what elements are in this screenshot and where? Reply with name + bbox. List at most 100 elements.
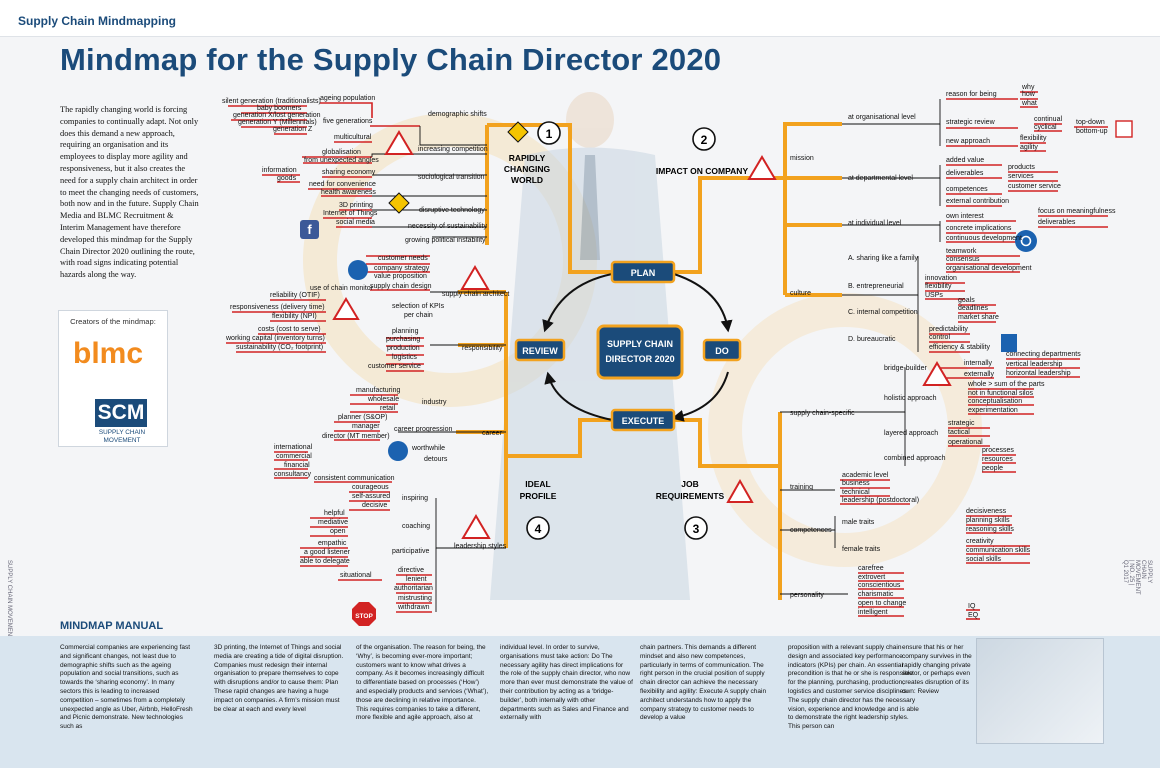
label-usps: USPs [925,292,943,299]
scm-logo-subtitle: SUPPLY CHAIN MOVEMENT [98,429,146,444]
label-production: production [387,345,420,352]
label-internally: internally [964,360,993,367]
label-external-contribution: external contribution [946,198,1009,205]
label-generation-z: generation Z [273,126,313,133]
label-training: training [790,484,813,491]
label-people: people [982,465,1003,472]
label-at-individual-level: at individual level [848,220,902,227]
label-flexibility-1: flexibility [1020,135,1047,142]
label-authoritarian: authoritarian [394,585,433,592]
label-d-bureaucratic: D. bureaucratic [848,336,896,343]
label-technical: technical [842,489,870,496]
label-multicultural: multicultural [334,134,372,141]
quadrant-4: 4 IDEAL PROFILE [520,479,557,540]
label-customer-needs: customer needs [378,255,428,262]
label-consultancy: consultancy [274,471,311,478]
label-health-awareness: health awareness [321,189,376,196]
label-new-approach: new approach [946,138,990,145]
quadrant-1: 1 RAPIDLY CHANGING WORLD [504,121,561,185]
label-deliverables-2: deliverables [1038,219,1076,226]
label-continuous-development: continuous development [946,235,1022,242]
label-experimentation: experimentation [968,407,1018,414]
warning-sign-3-icon [726,478,754,503]
label-processes: processes [982,447,1014,454]
hub-node: SUPPLY CHAIN DIRECTOR 2020 [596,324,684,380]
plan-label: PLAN [631,268,656,278]
quadrant-3-title-line1: JOB [681,479,698,489]
label-purchasing: purchasing [386,336,420,343]
label-information: information [262,167,297,174]
label-retail: retail [380,405,396,412]
quadrant-1-title-line3: WORLD [511,175,543,185]
quadrant-1-title-line2: CHANGING [504,164,551,174]
label-3d-printing: 3D printing [339,202,373,209]
quadrant-1-number: 1 [546,127,553,141]
label-responsibility: responsibility [462,345,503,352]
manual-column-2: 3D printing, the Internet of Things and … [214,644,344,713]
label-consistent-communication: consistent communication [314,475,395,482]
label-b-entrepreneurial: B. entrepreneurial [848,283,904,290]
label-leadership-postdoctoral: leadership (postdoctoral) [842,497,919,504]
review-node: REVIEW [514,338,566,362]
execute-node: EXECUTE [610,408,676,432]
label-supply-chain-architect: supply chain architect [442,291,509,298]
manual-column-5: chain partners. This demands a different… [640,644,767,722]
label-generation-x: generation X/lost generation [233,112,321,119]
label-manager: manager [352,423,380,430]
label-planner-sop: planner (S&OP) [338,414,387,421]
section-label: Supply Chain Mindmapping [18,14,176,28]
do-node: DO [702,338,742,362]
manual-column-1: Commercial companies are experiencing fa… [60,644,193,731]
label-concrete-implications: concrete implications [946,225,1012,232]
label-goods: goods [277,175,297,182]
label-responsiveness: responsiveness (delivery time) [230,304,325,311]
label-planning-skills: planning skills [966,517,1010,524]
direction-sign-icon [1001,334,1017,352]
label-able-to-delegate: able to delegate [300,558,350,565]
do-label: DO [715,346,729,356]
label-demographic-shifts: demographic shifts [428,111,487,118]
branch-connectors [371,99,941,612]
label-directive: directive [398,567,424,574]
label-financial: financial [284,462,310,469]
review-label: REVIEW [522,346,558,356]
label-disruptive-technology: disruptive technology [419,207,485,214]
label-own-interest: own interest [946,213,984,220]
label-what: what [1021,100,1037,107]
label-open: open [330,528,346,535]
traffic-light-sign-icon [461,514,491,539]
label-market-share: market share [958,314,999,321]
label-customer-service-4: customer service [368,363,421,370]
label-leadership-styles: leadership styles [454,543,507,550]
label-how: how [1022,91,1036,98]
label-industry: industry [422,399,447,406]
diamond-sign-2-icon [388,192,410,214]
label-holistic-approach: holistic approach [884,395,937,402]
label-conscientious: conscientious [858,582,901,589]
label-situational: situational [340,572,372,579]
label-director-mt-member: director (MT member) [322,433,390,440]
manual-background [0,636,1160,768]
label-empathic: empathic [318,540,347,547]
facebook-icon: f [300,220,319,239]
creators-box: Creators of the mindmap: blmc SCM SUPPLY… [58,310,168,447]
label-horizontal-leadership: horizontal leadership [1006,370,1071,377]
stop-sign-icon: STOP [352,602,376,626]
plan-node: PLAN [610,260,676,284]
label-mistrusting: mistrusting [398,595,432,602]
label-inspiring: inspiring [402,495,428,502]
director-figure [490,92,690,600]
quadrant-4-title-line2: PROFILE [520,491,557,501]
hazard-sign-icon [922,361,952,386]
creators-title: Creators of the mindmap: [70,317,156,326]
road-works-icon [747,155,777,180]
quadrant-2: 2 IMPACT ON COMPANY [656,127,748,176]
label-costs: costs (cost to serve) [258,326,321,333]
label-at-organisational-level: at organisational level [848,114,916,121]
quadrant-4-number: 4 [535,522,542,536]
label-charismatic: charismatic [858,591,894,598]
label-eq: EQ [968,612,979,619]
label-connecting-departments: connecting departments [1006,351,1081,358]
label-sharing-economy: sharing economy [322,169,376,176]
manual-column-3: of the organisation. The reason for bein… [356,644,489,722]
